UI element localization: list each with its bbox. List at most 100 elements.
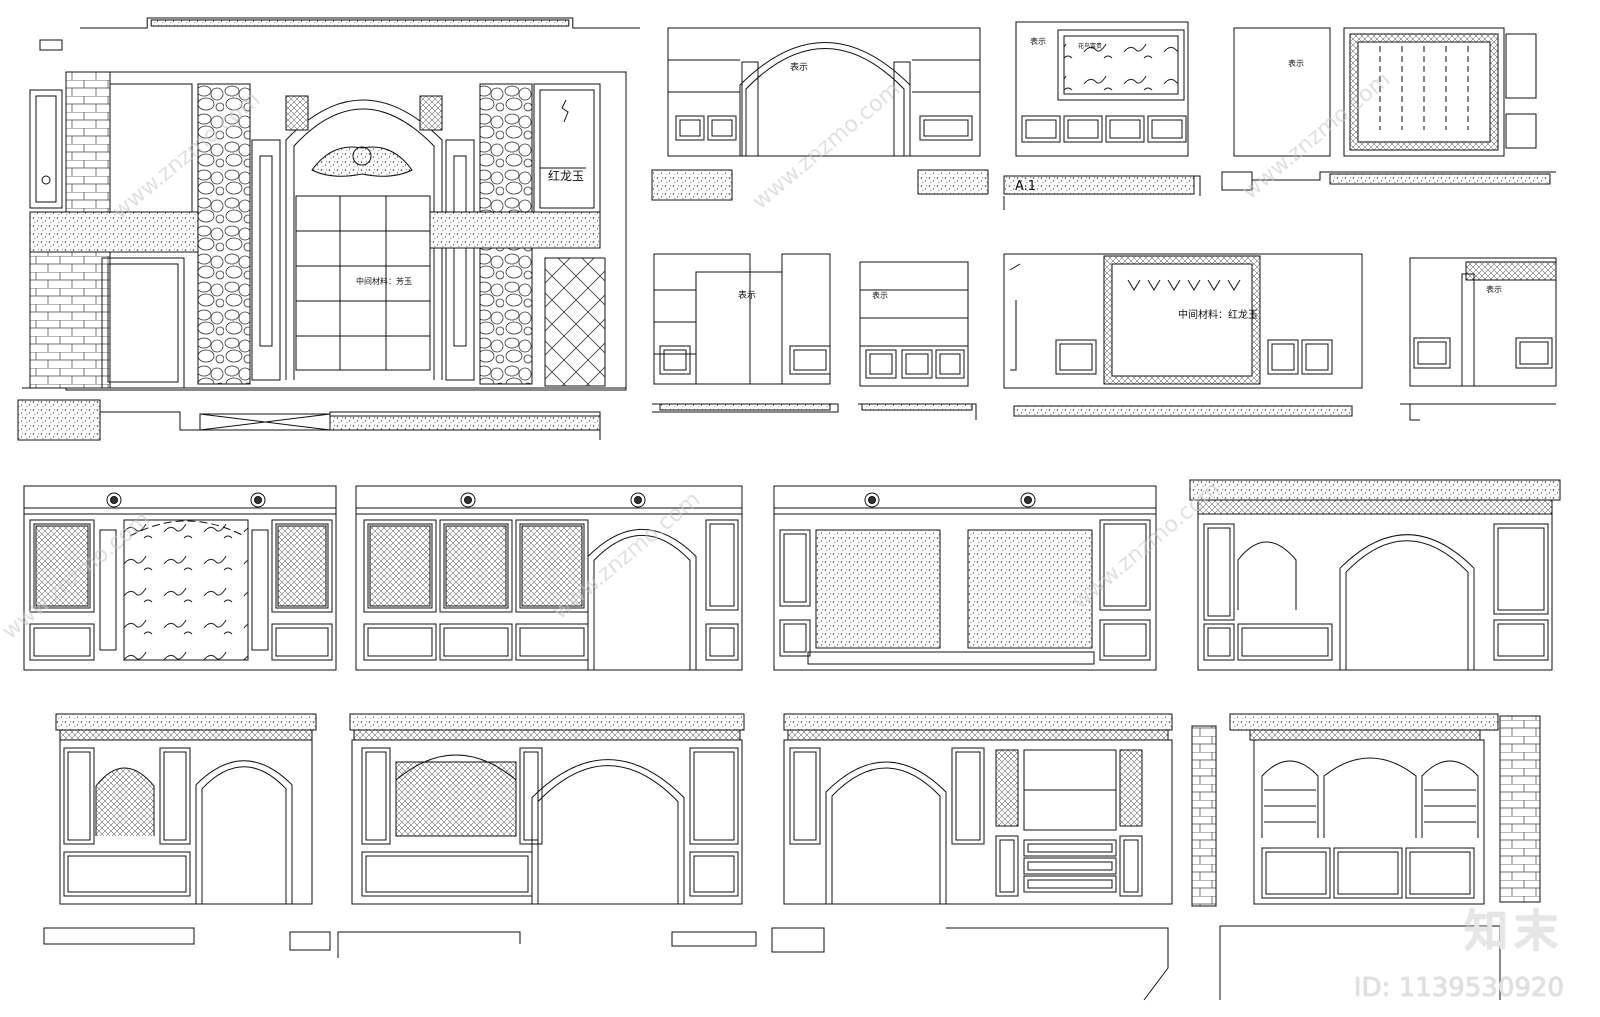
main-arch-inner (293, 108, 435, 380)
elev-c2-frame (355, 513, 743, 671)
upper-panel-lattice (363, 519, 437, 613)
panel-inset (1337, 851, 1399, 895)
side-panel (789, 747, 821, 845)
side-panel (361, 747, 391, 845)
top-left-section-profile (80, 17, 640, 29)
upper-panel-lattice (29, 519, 95, 613)
wainscot-panel (659, 345, 691, 375)
panel-inset (1497, 623, 1545, 657)
side-wall-section (1191, 725, 1217, 907)
side-panel (1099, 519, 1151, 611)
wainscot-panel (1237, 623, 1333, 661)
cabinet-door (995, 835, 1019, 897)
panel-inset (1305, 343, 1329, 371)
plan-outline (1219, 925, 1501, 1000)
elev-c2-arch (587, 528, 697, 670)
glass-door (995, 749, 1019, 827)
side-wall-section (1499, 715, 1541, 903)
painting-image (1063, 35, 1179, 95)
label-note-6: 表示 (1486, 284, 1502, 294)
elev-d4-top-slab (1229, 713, 1499, 731)
side-panel (779, 619, 811, 657)
side-panel (779, 529, 811, 607)
panel-inset (793, 349, 827, 371)
section-slab (1329, 173, 1551, 185)
vein-mark (1147, 279, 1161, 291)
plan-outline (337, 931, 521, 958)
elev-curtain-frame (1343, 27, 1505, 157)
wainscot-panel (1203, 623, 1235, 661)
panel-inset (163, 751, 187, 841)
panel-inset (1103, 523, 1147, 607)
drawer (1023, 857, 1117, 875)
panel-inset (367, 627, 433, 657)
wainscot-panel (439, 623, 513, 661)
side-panel (951, 747, 985, 845)
panel-inset (1123, 839, 1139, 893)
plan-piece (771, 927, 825, 953)
panel-inset (783, 623, 807, 653)
panel-inset (869, 353, 893, 375)
elev-c1-frame (23, 513, 337, 671)
plan-outline (946, 927, 1169, 1001)
elev-d1-arch (195, 760, 293, 904)
id-watermark: ID: 1139530920 (1353, 973, 1564, 1003)
label-middle-material-1: 中间材料：芳玉 (356, 276, 412, 286)
framed-panel-inner (1111, 263, 1253, 377)
carved-crest (311, 146, 413, 177)
pilaster-right-inset (453, 155, 467, 347)
cornice-lower (773, 507, 1157, 515)
panel-inset (1417, 341, 1447, 365)
arch-inner (593, 534, 691, 670)
plinth (807, 651, 1095, 665)
rosette-core (1024, 496, 1032, 504)
side-panel (689, 747, 739, 845)
panel-inset (1151, 119, 1183, 139)
wainscot-panel (901, 349, 933, 379)
elev-painting-frame (1015, 21, 1189, 157)
door-lower-left (101, 257, 185, 389)
label-note-1: 表示 (790, 61, 808, 73)
marble-slab-right (967, 529, 1093, 649)
column-left (741, 61, 759, 157)
rosette (1020, 492, 1036, 508)
panel-inset (523, 751, 539, 841)
elev-framed-frame (1003, 253, 1363, 389)
plan-slab (329, 415, 601, 431)
side-panel (1203, 523, 1235, 621)
label-red-dragon-jade: 红龙玉 (548, 168, 584, 183)
cabinet-door (1119, 835, 1143, 897)
panel-inset (443, 523, 509, 609)
rosette-core (868, 496, 876, 504)
section-mark-left (39, 39, 63, 51)
elev-door-a-frame (653, 253, 751, 385)
panel-inset (365, 751, 387, 841)
left-edge-detail (1009, 263, 1021, 371)
panel-inset (1025, 119, 1057, 139)
elev-c3-frame (773, 513, 1157, 671)
panel-inset (1497, 527, 1545, 611)
stone-column-left (197, 83, 251, 385)
elev-right-small-frame (1409, 257, 1557, 387)
rosette (630, 492, 646, 508)
panel-inset (783, 533, 807, 603)
panel-inset (1103, 623, 1147, 657)
main-arch-tile-field (295, 195, 431, 371)
pilaster (1461, 273, 1475, 387)
upper-panel-lattice (271, 519, 333, 613)
lattice-arch-top (395, 754, 517, 781)
top-slab (783, 713, 1173, 731)
label-note-4: 表示 (738, 289, 756, 301)
label-note-3: 表示 (1288, 58, 1304, 68)
panel-inset (519, 523, 585, 609)
panel-inset (519, 627, 585, 657)
crest-medallion (352, 146, 372, 166)
stone-band-right (429, 211, 601, 249)
brick-wall-lower (29, 251, 111, 389)
display-arch-center (1323, 757, 1417, 838)
elev-d2-frame (351, 739, 743, 905)
elev-arch-section-right (917, 169, 989, 195)
knob-icon (41, 175, 51, 185)
